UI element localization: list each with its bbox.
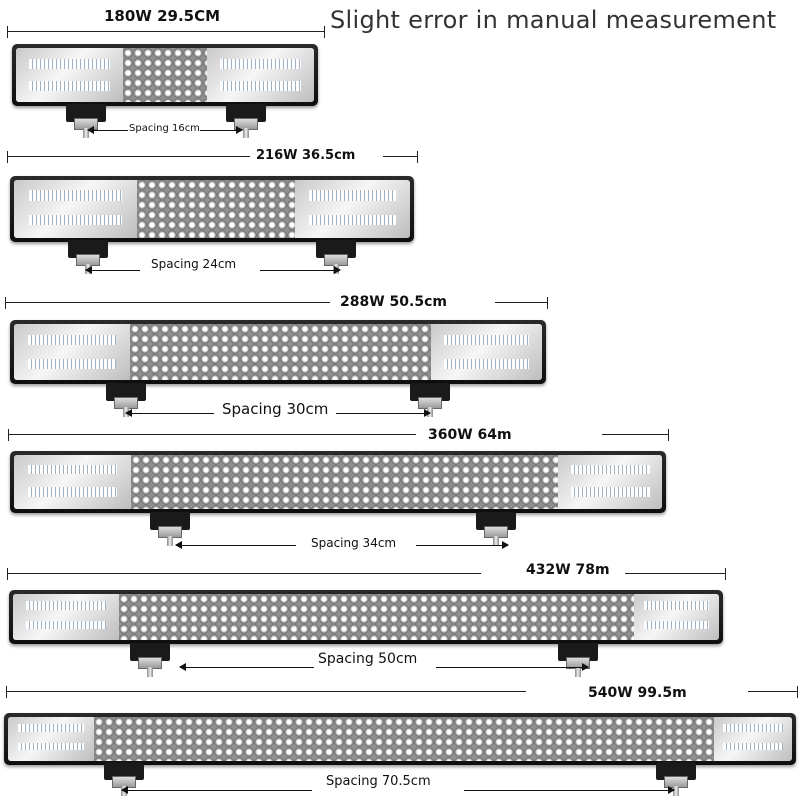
- spacing-arrow-right: [336, 409, 431, 417]
- mounting-bracket: [130, 643, 170, 677]
- title-note: Slight error in manual measurement: [330, 6, 777, 34]
- spacing-arrow-right: [260, 266, 341, 274]
- length-dimension-line: [5, 297, 548, 309]
- spacing-arrow-left: [121, 786, 312, 794]
- spec-label: 216W 36.5cm: [256, 148, 356, 163]
- spec-label: 288W 50.5cm: [340, 294, 447, 310]
- led-light-bar: [4, 713, 796, 765]
- spec-label: 432W 78m: [526, 562, 610, 578]
- spacing-arrow-left: [125, 409, 214, 417]
- spacing-label: Spacing 16cm: [129, 123, 200, 134]
- mounting-bracket: [106, 383, 146, 417]
- mounting-bracket: [476, 512, 516, 546]
- mounting-bracket: [558, 643, 598, 677]
- led-light-bar: [10, 176, 414, 242]
- spacing-label: Spacing 24cm: [151, 257, 237, 271]
- spacing-arrow-left: [87, 126, 128, 134]
- spacing-arrow-left: [85, 266, 140, 274]
- led-light-bar: [9, 590, 723, 644]
- spacing-label: Spacing 70.5cm: [326, 774, 431, 789]
- mounting-bracket: [226, 104, 266, 138]
- mounting-bracket: [410, 383, 450, 417]
- mounting-bracket: [66, 104, 106, 138]
- length-dimension-line: [8, 429, 669, 441]
- mounting-bracket: [316, 240, 356, 274]
- mounting-bracket: [656, 762, 696, 796]
- length-dimension-line: [7, 151, 418, 163]
- mounting-bracket: [104, 762, 144, 796]
- led-light-bar: [10, 320, 546, 384]
- led-light-bar: [10, 451, 666, 513]
- spacing-arrow-right: [464, 786, 675, 794]
- spacing-label: Spacing 34cm: [311, 536, 397, 550]
- spec-label: 180W 29.5CM: [104, 7, 221, 25]
- spacing-arrow-left: [179, 663, 314, 671]
- spec-label: 540W 99.5m: [588, 685, 687, 701]
- mounting-bracket: [68, 240, 108, 274]
- length-dimension-line: [6, 686, 798, 698]
- length-dimension-line: [7, 26, 325, 38]
- spacing-arrow-right: [200, 126, 243, 134]
- spec-label: 360W 64m: [428, 427, 512, 443]
- led-light-bar: [12, 44, 318, 106]
- spacing-arrow-right: [436, 663, 589, 671]
- spacing-label: Spacing 30cm: [222, 400, 329, 418]
- length-dimension-line: [7, 568, 726, 580]
- spacing-arrow-left: [175, 541, 296, 549]
- spacing-label: Spacing 50cm: [318, 651, 418, 667]
- mounting-bracket: [150, 512, 190, 546]
- spacing-arrow-right: [416, 541, 509, 549]
